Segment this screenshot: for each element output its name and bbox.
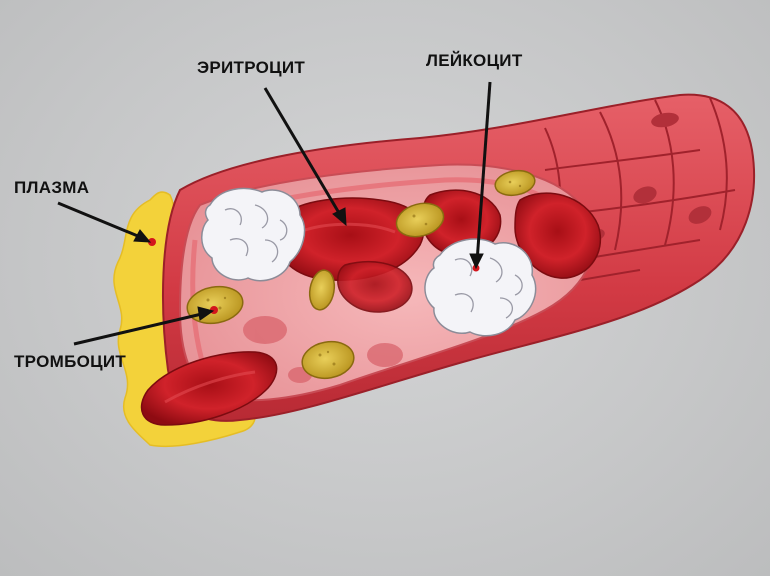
erythrocyte-middle (337, 261, 413, 313)
label-arrows (57, 81, 492, 346)
label-erythrocyte: ЭРИТРОЦИТ (197, 58, 306, 77)
leukocyte-left (201, 187, 306, 282)
leukocyte-arrow (475, 81, 492, 263)
erythrocyte-right (514, 192, 602, 279)
platelet-3 (494, 169, 536, 197)
plasma-arrow (57, 201, 146, 241)
platelet-2 (395, 202, 445, 238)
platelet-4 (308, 269, 336, 311)
erythrocytes (140, 189, 602, 426)
thrombocyte-arrow (73, 311, 207, 346)
label-plasma: ПЛАЗМА (14, 178, 90, 197)
erythrocyte-exiting (140, 351, 278, 426)
plasma-target-dot (148, 238, 156, 246)
erythrocyte-arrow (263, 87, 344, 219)
label-thrombocyte: ТРОМБОЦИТ (14, 352, 127, 371)
leukocyte-right (424, 238, 537, 337)
leukocytes (201, 187, 537, 337)
label-leukocyte: ЛЕЙКОЦИТ (426, 51, 523, 70)
platelet-5 (301, 340, 355, 380)
